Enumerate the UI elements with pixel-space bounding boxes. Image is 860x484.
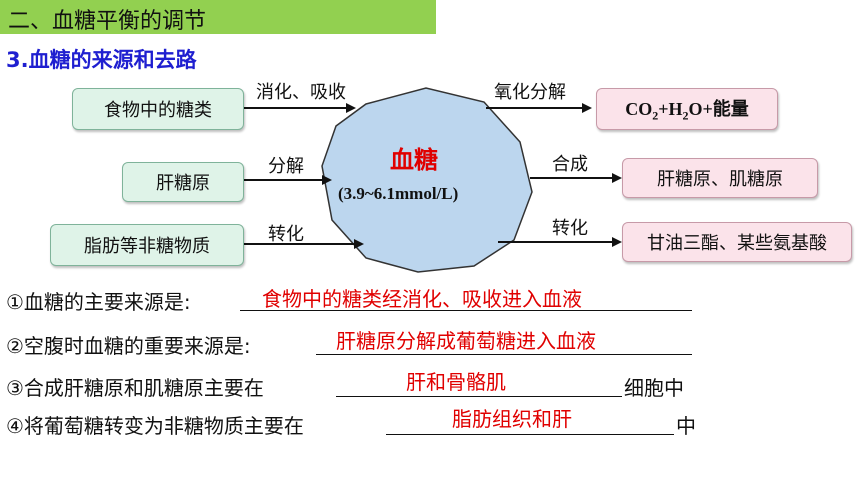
source-box-food: 食物中的糖类 [72,88,244,130]
question-4-suffix: 中 [676,414,696,438]
answer-line-1 [240,310,692,311]
answer-line-2 [316,354,692,355]
section-title: 二、血糖平衡的调节 [8,9,207,34]
answer-2: 肝糖原分解成葡萄糖进入血液 [336,329,596,353]
answer-line-3 [336,396,622,397]
output-box-glycogen: 肝糖原、肌糖原 [622,158,818,198]
question-4: ④将葡萄糖转变为非糖物质主要在 [6,414,304,438]
source-box-liver-glycogen: 肝糖原 [122,162,244,202]
source-box-non-sugar: 脂肪等非糖物质 [50,224,244,266]
answer-4: 脂肪组织和肝 [452,407,572,431]
answer-3: 肝和骨骼肌 [406,370,506,394]
center-title: 血糖 [390,146,438,174]
arrow-label-decompose: 分解 [268,156,304,177]
section-header: 二、血糖平衡的调节 [0,0,436,34]
arrow-label-convert-out: 转化 [552,218,588,239]
arrow-label-digest: 消化、吸收 [256,82,346,103]
output-co2-text: CO2+H2O+能量 [625,98,749,123]
question-3: ③合成肝糖原和肌糖原主要在 [6,376,264,400]
answer-line-4 [386,434,674,435]
blood-sugar-shape [321,87,533,273]
subtitle: 3.血糖的来源和去路 [6,48,197,72]
question-2: ②空腹时血糖的重要来源是: [6,334,251,358]
center-range: (3.9~6.1mmol/L) [338,184,459,203]
arrow-label-synthesize: 合成 [552,154,588,175]
arrow-label-oxidize: 氧化分解 [494,82,566,103]
answer-1: 食物中的糖类经消化、吸收进入血液 [262,287,582,311]
question-3-suffix: 细胞中 [624,376,684,400]
arrow-label-convert-in: 转化 [268,224,304,245]
output-box-co2-h2o-energy: CO2+H2O+能量 [596,88,778,130]
output-box-triglyceride: 甘油三酯、某些氨基酸 [622,222,852,262]
question-1: ①血糖的主要来源是: [6,290,191,314]
